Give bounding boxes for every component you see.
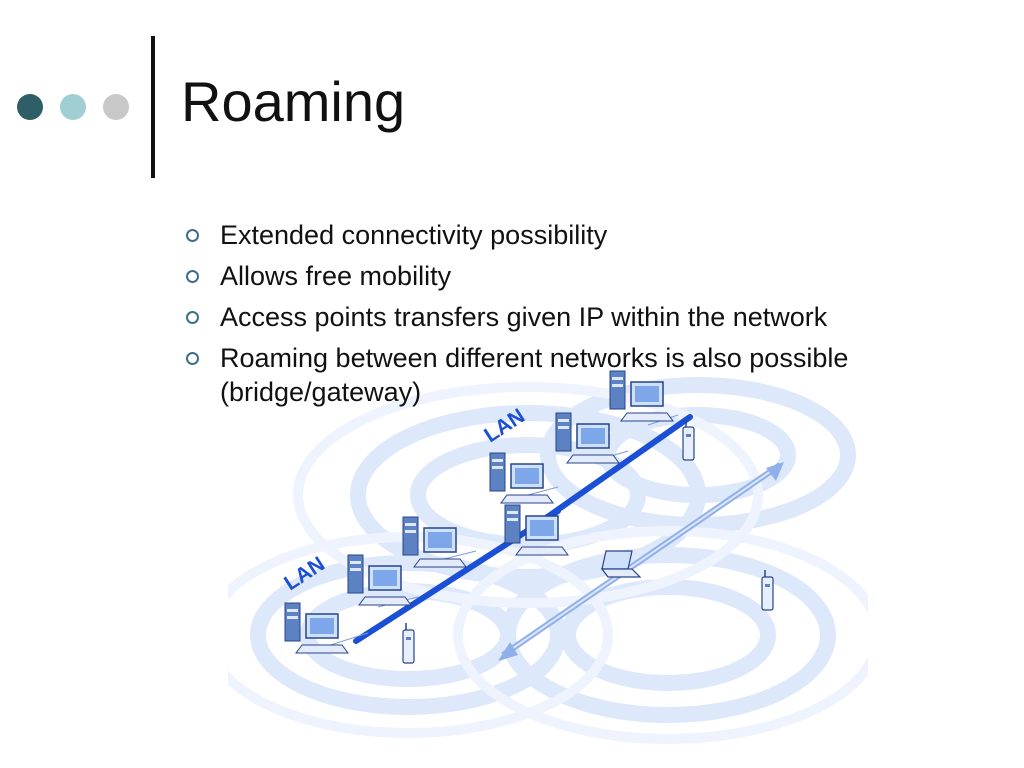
bullet-circle-icon: [186, 270, 199, 283]
decor-dot-light: [60, 94, 86, 120]
lan-backbone-left: [353, 508, 561, 644]
bullet-circle-icon: [186, 229, 199, 242]
radio-waves: [228, 365, 868, 747]
bullet-text: Roaming between different networks is al…: [220, 343, 849, 407]
bullet-list: Extended connectivity possibility Allows…: [183, 218, 943, 416]
bullet-item: Extended connectivity possibility: [183, 218, 943, 252]
bullet-text: Extended connectivity possibility: [220, 220, 608, 250]
bullet-circle-icon: [186, 311, 199, 324]
bullet-text: Allows free mobility: [220, 261, 452, 291]
bullet-text: Access points transfers given IP within …: [220, 302, 828, 332]
bullet-item: Roaming between different networks is al…: [183, 341, 943, 409]
roaming-network-diagram: LAN LAN: [228, 365, 868, 747]
roaming-arrow: [498, 462, 784, 661]
bullet-item: Allows free mobility: [183, 259, 943, 293]
decor-dot-gray: [103, 94, 129, 120]
bullet-circle-icon: [186, 352, 199, 365]
slide-title: Roaming: [181, 70, 406, 133]
decor-dot-dark: [17, 94, 43, 120]
title-divider: [151, 36, 155, 178]
lan-backbone-right: [533, 414, 693, 528]
bullet-item: Access points transfers given IP within …: [183, 300, 943, 334]
